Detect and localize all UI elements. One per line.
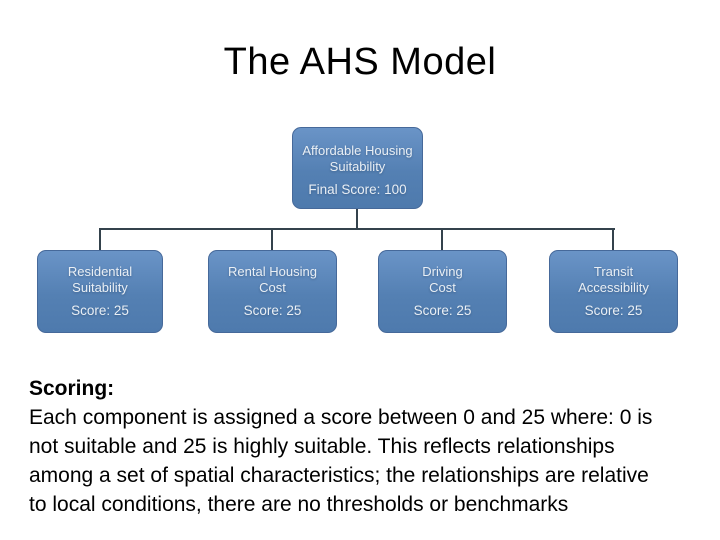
connector-drop-residential: [99, 228, 101, 252]
diagram-box-rental-housing-cost: Rental Housing Cost Score: 25: [208, 250, 337, 333]
box-score: Score: 25: [584, 303, 643, 318]
box-title-line: Residential: [67, 264, 133, 279]
box-score: Score: 25: [71, 303, 129, 318]
diagram-box-residential-suitability: Residential Suitability Score: 25: [37, 250, 163, 333]
box-title: Transit Accessibility: [578, 264, 649, 295]
box-title-line: Suitability: [72, 279, 128, 295]
box-title-line: Cost: [259, 279, 286, 295]
box-score: Score: 25: [243, 303, 302, 318]
box-score: Final Score: 100: [308, 182, 407, 197]
box-title-line: Rental Housing: [228, 264, 317, 279]
box-title-line: Suitability: [329, 158, 386, 174]
scoring-line: among a set of spatial characteristics; …: [29, 464, 649, 487]
box-title-line: Driving: [422, 264, 463, 279]
connector-horizontal-bar: [99, 228, 615, 230]
scoring-line: to local conditions, there are no thresh…: [29, 493, 569, 516]
connector-drop-transit: [612, 228, 614, 252]
box-title: Rental Housing Cost: [228, 264, 317, 295]
connector-drop-rental: [271, 228, 273, 252]
box-title-line: Transit: [593, 264, 634, 279]
box-title: Driving Cost: [422, 264, 462, 295]
box-title-line: Cost: [429, 279, 456, 295]
scoring-line: not suitable and 25 is highly suitable. …: [29, 435, 615, 458]
page-title: The AHS Model: [223, 41, 497, 83]
connector-drop-driving: [441, 228, 443, 252]
scoring-heading: Scoring:: [29, 377, 115, 400]
connector-root-stem: [356, 209, 358, 230]
box-title-line: Affordable Housing: [302, 143, 413, 158]
diagram-box-transit-accessibility: Transit Accessibility Score: 25: [549, 250, 678, 333]
scoring-line: Each component is assigned a score betwe…: [29, 406, 653, 429]
scoring-text-block: Scoring: Each component is assigned a sc…: [29, 374, 714, 519]
diagram-box-affordable-housing-suitability: Affordable Housing Suitability Final Sco…: [292, 127, 423, 209]
box-title: Affordable Housing Suitability: [302, 143, 412, 174]
diagram-box-driving-cost: Driving Cost Score: 25: [378, 250, 507, 333]
box-title: Residential Suitability: [68, 264, 132, 295]
box-score: Score: 25: [413, 303, 472, 318]
box-title-line: Accessibility: [578, 279, 649, 295]
